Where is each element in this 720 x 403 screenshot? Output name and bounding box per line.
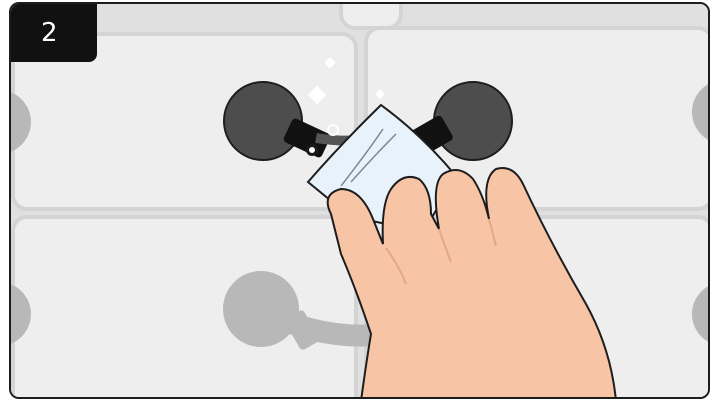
sparkle-icons [306, 57, 385, 156]
hand-icon [326, 167, 617, 397]
step-number-badge: 2 [11, 4, 97, 62]
instruction-illustration [11, 4, 708, 397]
side-connectors [11, 84, 708, 344]
instruction-panel: 2 [9, 2, 710, 399]
connector-knob-icon [223, 81, 513, 161]
